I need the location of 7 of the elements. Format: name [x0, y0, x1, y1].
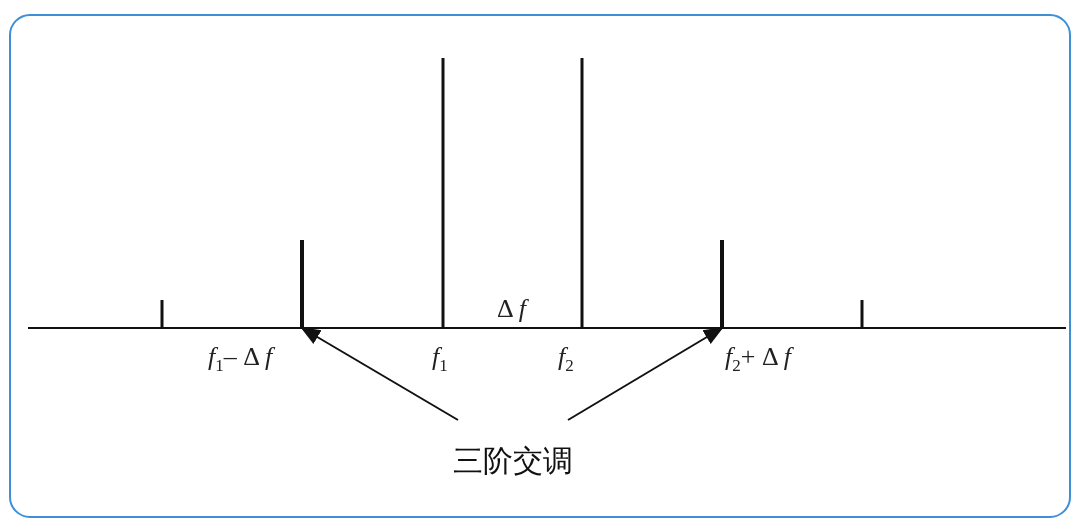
callout-text: 三阶交调 [445, 420, 580, 488]
arrow [300, 327, 459, 421]
axis-label: Δ f [497, 294, 527, 324]
arrow [567, 326, 724, 421]
axis-label: f$_{2}$ [558, 342, 574, 378]
axis-label: f$_{1}$– Δ f [208, 342, 273, 378]
axis-label: f$_{1}$ [432, 342, 448, 378]
